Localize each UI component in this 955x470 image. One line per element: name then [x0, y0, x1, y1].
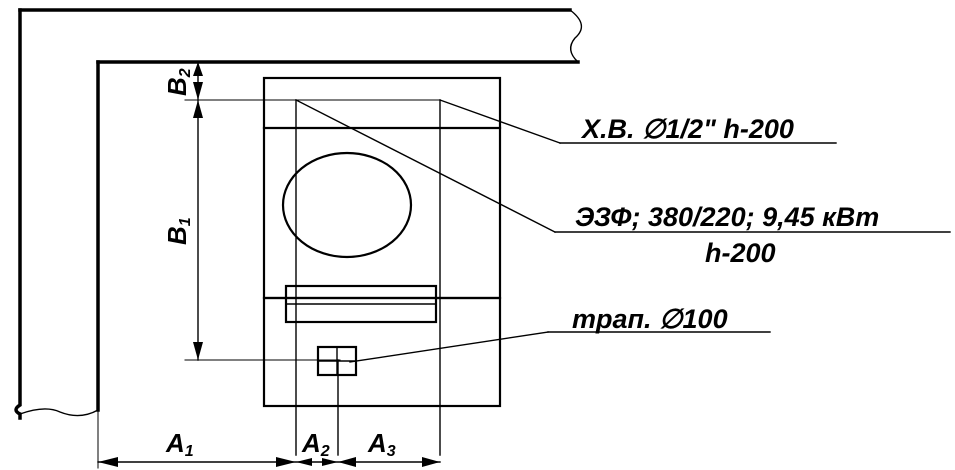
dim-b2-label: B2 [162, 68, 194, 96]
dim-a3-label: A3 [367, 428, 396, 460]
leader-power [295, 99, 556, 233]
leader-drain [349, 331, 549, 363]
washing-machine-unit [262, 76, 502, 408]
wall-outline [14, 8, 583, 420]
dimension-a [97, 409, 441, 469]
dim-a2-arrow-right [322, 458, 338, 466]
power-height-label: h-200 [705, 238, 776, 268]
leader-lines [295, 99, 951, 363]
dim-b2-arrow-bottom [193, 82, 203, 100]
cold-water-label: Х.В. ∅1/2" h-200 [580, 114, 794, 144]
wall-outer-left [14, 8, 22, 420]
dim-a2-arrow-left [296, 458, 312, 466]
dim-a1-arrow-right [276, 457, 296, 467]
drain-label: трап. ∅100 [572, 304, 728, 334]
dim-a1-arrow-left [98, 457, 118, 467]
dim-b1-arrow-top [193, 100, 203, 118]
dim-a3-arrow-left [338, 457, 356, 467]
leader-cold-water [439, 99, 561, 144]
dim-a3-arrow-right [422, 457, 440, 467]
machine-base [262, 296, 502, 408]
connection-lines [295, 99, 441, 456]
dim-a1-label: A1 [165, 428, 194, 460]
drain-trap [316, 345, 358, 377]
dim-b1-label: B1 [162, 217, 194, 245]
callout-labels: Х.В. ∅1/2" h-200 ЭЗФ; 380/220; 9,45 кВт … [572, 114, 879, 334]
dim-a2-label: A2 [301, 428, 330, 460]
wall-break-top [569, 9, 583, 63]
wall-break-left [19, 408, 99, 417]
dim-b1-arrow-bottom [193, 342, 203, 360]
dimension-labels: A1 A2 A3 B2 B1 [162, 68, 396, 460]
dim-b2-arrow-top [193, 62, 203, 76]
machine-drum-door [281, 151, 413, 259]
power-supply-label: ЭЗФ; 380/220; 9,45 кВт [575, 202, 879, 232]
dimension-b [184, 61, 441, 361]
machine-upper-body [262, 76, 502, 300]
